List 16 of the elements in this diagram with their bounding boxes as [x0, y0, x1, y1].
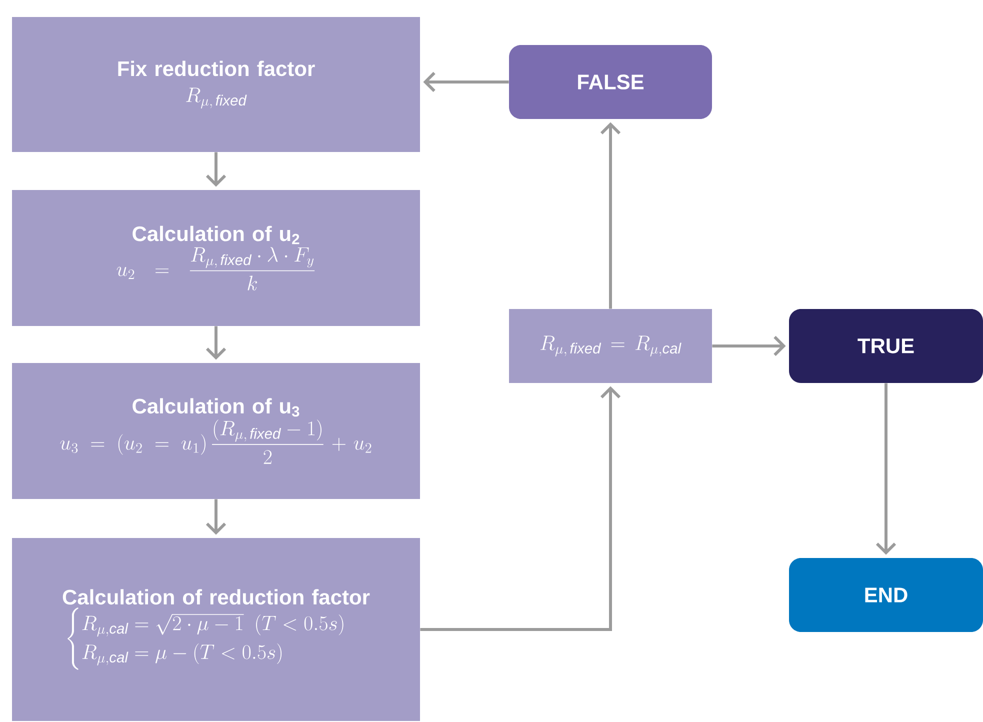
process-box: Calculation of u$_{2}$ $u_2 = \frac{R_{\mu,\,\mathit{fixed}}\cdot\lambda\cdot F_y}{k}$ — [12, 190, 420, 326]
result-box: TRUE — [789, 309, 983, 383]
arrow — [423, 72, 509, 92]
arrow — [420, 386, 621, 631]
arrow — [206, 152, 226, 187]
condition-box: $R_{\mu,\,\mathit{fixed}} = R_{\mu,\mathit{cal}}$ — [509, 309, 712, 383]
arrow — [600, 122, 621, 309]
arrow — [876, 383, 896, 555]
process-box: Fix reduction factor $R_{\mu,\,\mathit{fixed}}$ — [12, 17, 420, 152]
arrow — [712, 336, 786, 356]
result-box: FALSE — [509, 45, 712, 119]
process-box: Calculation of reduction factor $\begin{cases}R_{\mu,\mathit{cal}} = \sqrt{2\cdot\mu - 1}\ \,(T<0.5s)\\ R_{\mu,\mathit{cal}} = \mu - (T<0.5s)\end{cases}$ — [12, 538, 420, 721]
arrow — [206, 499, 226, 535]
end-box: END — [789, 558, 983, 632]
process-box: Calculation of u$_{3}$ $u_3 = (u_2 = u_1)\,\frac{(R_{\mu,\,\mathit{fixed}}-1)}{2} + u_2$ — [12, 363, 420, 499]
arrow — [206, 326, 226, 360]
